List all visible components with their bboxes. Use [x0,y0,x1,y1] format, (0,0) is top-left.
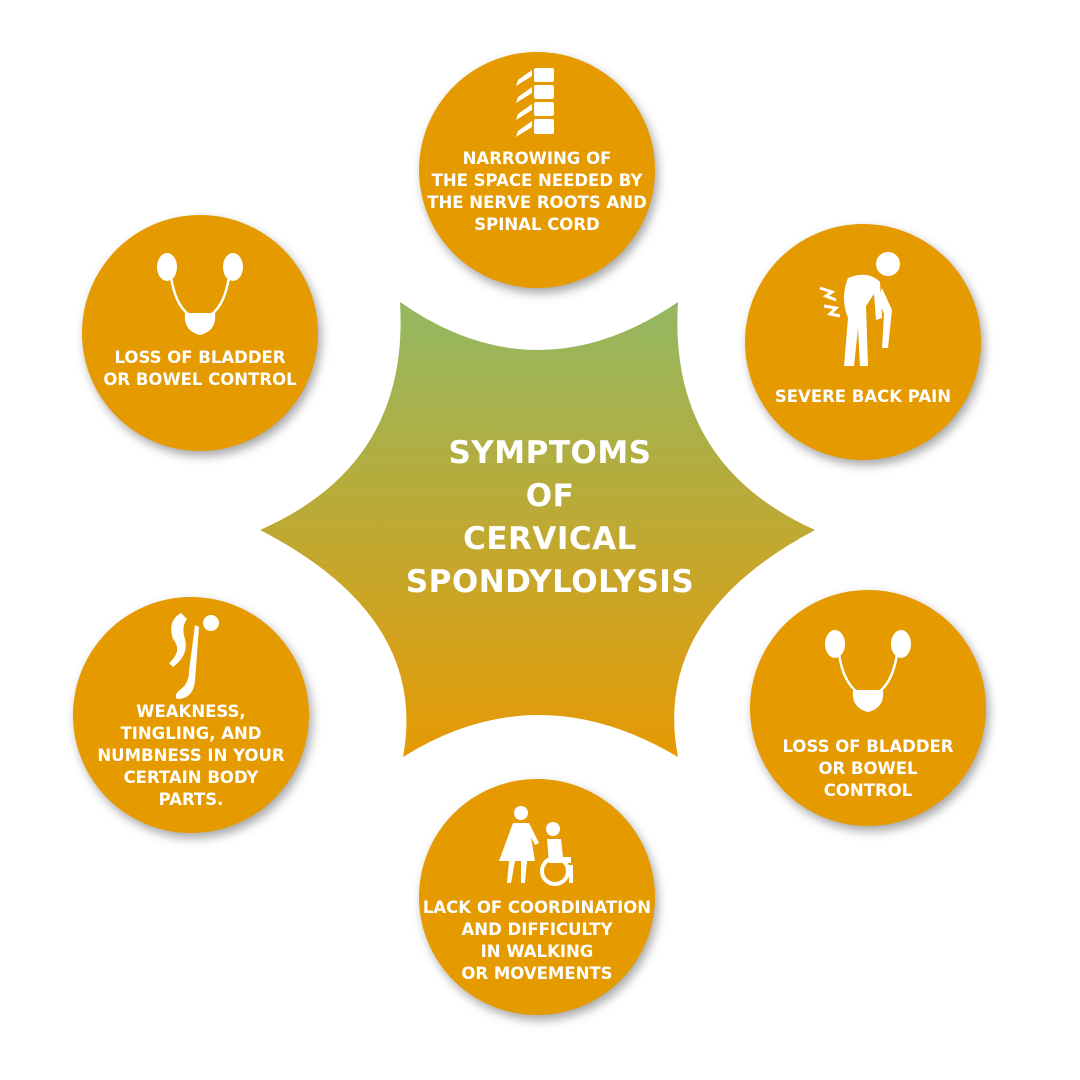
label-line: OR MOVEMENTS [461,964,613,983]
label-line: IN WALKING [480,942,594,961]
label-line: LOSS OF BLADDER [114,348,286,367]
caregiver-wheelchair-icon [499,806,573,886]
symptom-label: NARROWING OF THE SPACE NEEDED BY THE NER… [419,148,655,236]
label-line: PARTS. [158,790,224,809]
title-line: CERVICAL [463,521,637,557]
label-line: THE NERVE ROOTS AND [427,193,647,212]
symptom-lack-of-coordination: LACK OF COORDINATION AND DIFFICULTY IN W… [419,779,655,1015]
label-line: LACK OF COORDINATION [422,898,652,917]
title-line: SPONDYLOLYSIS [405,564,695,600]
label-line: OR BOWEL [818,759,918,778]
symptom-label: LOSS OF BLADDER OR BOWEL CONTROL [750,736,986,802]
symptom-weakness-numbness: WEAKNESS, TINGLING, AND NUMBNESS IN YOUR… [73,597,309,833]
symptom-label: LOSS OF BLADDER OR BOWEL CONTROL [82,347,318,391]
nerve-icon [169,613,219,699]
spine-icon [516,68,554,137]
symptom-label: SEVERE BACK PAIN [745,386,981,408]
diagram-title: SYMPTOMS OF CERVICAL SPONDYLOLYSIS [380,432,720,604]
label-line: NARROWING OF [462,149,612,168]
symptom-label: LACK OF COORDINATION AND DIFFICULTY IN W… [419,897,655,985]
back-pain-icon [819,252,900,366]
symptom-narrowing-space: NARROWING OF THE SPACE NEEDED BY THE NER… [419,52,655,288]
label-line: WEAKNESS, [136,702,246,721]
symptom-label: WEAKNESS, TINGLING, AND NUMBNESS IN YOUR… [73,701,309,811]
label-line: THE SPACE NEEDED BY [431,171,643,190]
symptom-bladder-control-right: LOSS OF BLADDER OR BOWEL CONTROL [750,590,986,826]
title-line: OF [525,478,575,514]
symptom-back-pain: SEVERE BACK PAIN [745,224,981,460]
label-line: SPINAL CORD [474,215,600,234]
label-line: TINGLING, AND [120,724,262,743]
label-line: NUMBNESS IN YOUR [97,746,285,765]
urinary-system-icon [157,253,243,335]
label-line: CONTROL [823,781,913,800]
label-line: SEVERE BACK PAIN [774,387,952,406]
label-line: CERTAIN BODY [123,768,259,787]
urinary-system-icon [825,630,911,712]
title-line: SYMPTOMS [448,435,652,471]
symptom-bladder-control-left: LOSS OF BLADDER OR BOWEL CONTROL [82,215,318,451]
label-line: LOSS OF BLADDER [782,737,954,756]
label-line: AND DIFFICULTY [461,920,613,939]
label-line: OR BOWEL CONTROL [103,370,297,389]
